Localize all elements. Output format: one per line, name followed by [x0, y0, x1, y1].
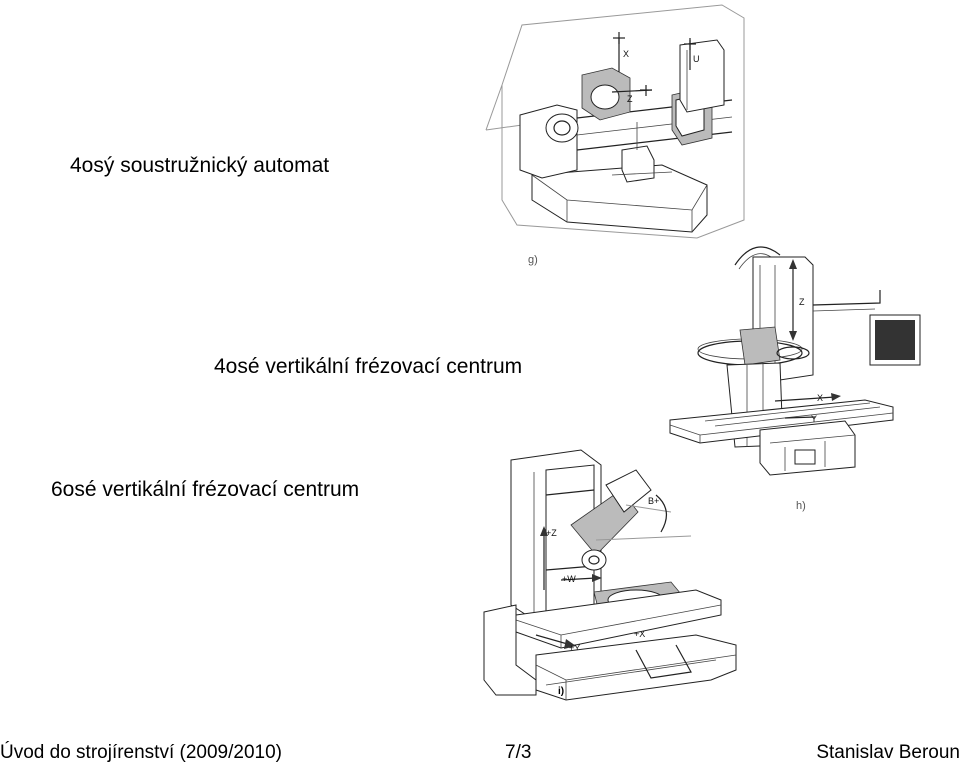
footer-author: Stanislav Beroun	[816, 742, 960, 763]
axis-label-w-i: +W	[562, 574, 576, 584]
axis-label-x-h: X	[817, 393, 823, 403]
figure-label-h: h)	[796, 500, 806, 512]
caption-6axis-mill: 6osé vertikální frézovací centrum	[51, 478, 360, 501]
caption-lathe: 4osý soustružnický automat	[70, 154, 330, 177]
lathe-drawing: X U Z	[462, 0, 762, 270]
axis-label-z: Z	[627, 94, 633, 104]
figure-label-g: g)	[528, 254, 538, 266]
footer-course: Úvod do strojírenství (2009/2010)	[0, 742, 282, 763]
axis-label-x-i: +X	[634, 629, 645, 639]
vertical-mill-6axis-drawing: +Z B+ +W +X +Y	[476, 440, 798, 710]
axis-label-z-h: Z	[799, 297, 805, 307]
axis-label-b-i: B+	[648, 496, 659, 506]
axis-label-u: U	[693, 54, 700, 64]
footer-page-number: 7/3	[505, 742, 532, 763]
caption-4axis-mill: 4osé vertikální frézovací centrum	[214, 355, 523, 378]
axis-label-x: X	[623, 49, 629, 59]
axis-label-y-i: +Y	[569, 643, 580, 653]
axis-label-z-i: +Z	[546, 528, 557, 538]
vertical-mill-4axis-drawing: Z X Y	[665, 235, 960, 480]
figure-label-i: i)	[558, 686, 565, 697]
axis-label-y-h: Y	[811, 414, 817, 424]
